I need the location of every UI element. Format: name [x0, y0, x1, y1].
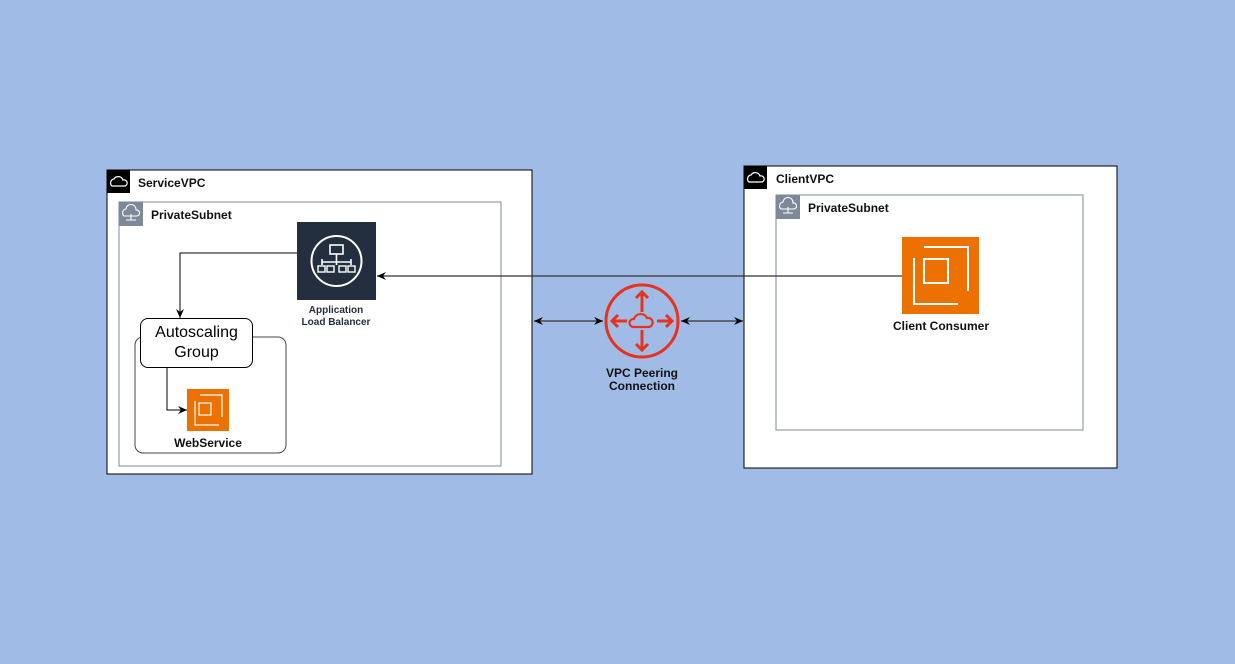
- client-consumer-label: Client Consumer: [892, 319, 990, 333]
- client-vpc-title: ClientVPC: [776, 172, 835, 186]
- client-ec2-instance-icon[interactable]: [902, 237, 979, 314]
- alb-label-line1: Application: [308, 305, 364, 316]
- vpc-icon: [744, 166, 767, 189]
- load-balancer-icon[interactable]: [297, 222, 376, 300]
- peering-label-line1: VPC Peering: [605, 366, 679, 380]
- asg-to-webservice-arrow: [166, 368, 187, 414]
- peering-label-line2: Connection: [609, 379, 675, 393]
- service-vpc-title: ServiceVPC: [138, 176, 206, 190]
- subnet-icon: [119, 202, 143, 226]
- alb-label-line2: Load Balancer: [301, 317, 371, 328]
- alb-to-asg-arrow: [176, 252, 297, 318]
- autoscaling-group-label[interactable]: Autoscaling Group: [140, 318, 253, 368]
- vpc-peering-icon[interactable]: [604, 283, 680, 359]
- client-subnet-title: PrivateSubnet: [808, 201, 889, 215]
- subnet-icon: [776, 195, 800, 219]
- ec2-instance-icon[interactable]: [187, 389, 229, 431]
- vpc-icon: [107, 170, 130, 193]
- webservice-label: WebService: [174, 436, 242, 450]
- service-subnet-title: PrivateSubnet: [151, 208, 232, 222]
- alb-label: Application Load Balancer: [302, 305, 371, 329]
- vpc-peering-label: VPC Peering Connection: [606, 367, 678, 393]
